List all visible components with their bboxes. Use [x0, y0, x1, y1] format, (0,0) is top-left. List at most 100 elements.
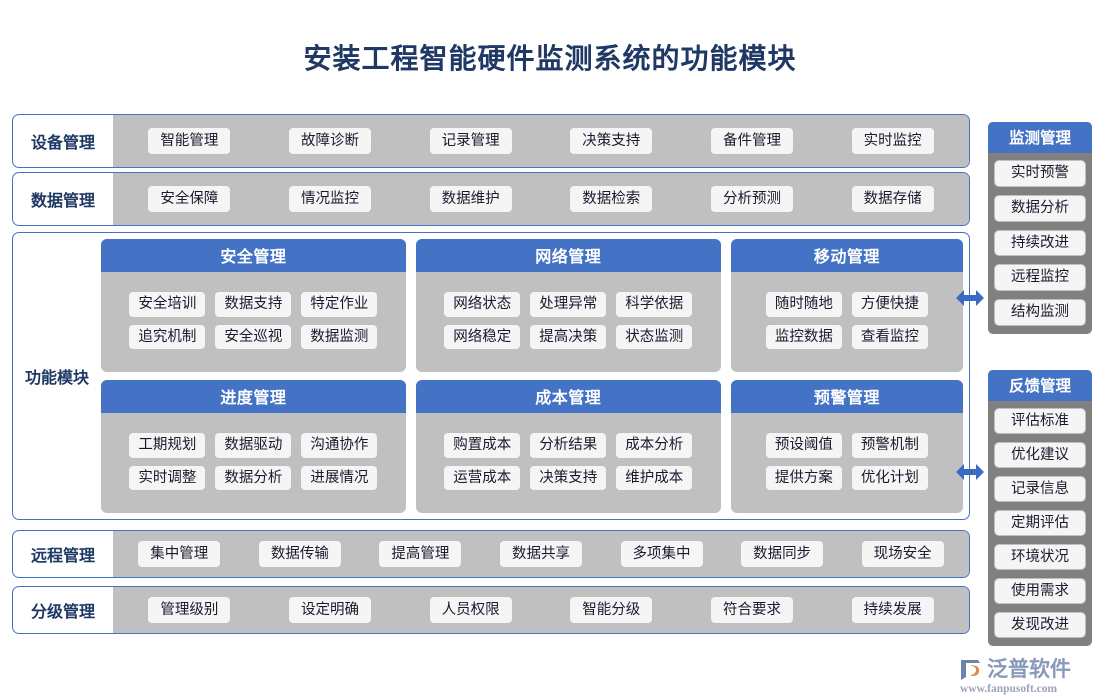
pill-item[interactable]: 数据分析	[214, 464, 293, 492]
pill-item[interactable]: 环境状况	[994, 543, 1086, 571]
row-label-equipment: 设备管理	[30, 135, 95, 152]
pill-item[interactable]: 远程监控	[994, 264, 1086, 292]
pill-item[interactable]: 评估标准	[994, 407, 1086, 435]
pill-item[interactable]: 预设阈值	[764, 431, 843, 459]
module-card-safety: 安全管理 安全培训 数据支持 特定作业 追究机制 安全巡视 数据监测	[101, 239, 406, 372]
pill-item[interactable]: 数据共享	[498, 539, 583, 569]
double-arrow-icon	[956, 464, 984, 480]
pill-item[interactable]: 数据驱动	[214, 431, 293, 459]
pill-item[interactable]: 数据分析	[994, 194, 1086, 222]
pill-item[interactable]: 实时监控	[850, 126, 935, 156]
pill-item[interactable]: 购置成本	[443, 431, 522, 459]
pill-item[interactable]: 网络状态	[443, 290, 522, 318]
pill-item[interactable]: 维护成本	[615, 464, 694, 492]
module-card-row: 预设阈值 预警机制	[739, 431, 955, 459]
brand-logo-top: 泛普软件	[958, 658, 1071, 682]
module-card-body: 安全培训 数据支持 特定作业 追究机制 安全巡视 数据监测	[101, 272, 406, 372]
pill-item[interactable]: 设定明确	[287, 595, 372, 625]
pill-item[interactable]: 状态监测	[615, 323, 694, 351]
pill-item[interactable]: 安全巡视	[214, 323, 293, 351]
brand-logo-url: www.fanpusoft.com	[960, 682, 1058, 695]
pill-item[interactable]: 数据支持	[214, 290, 293, 318]
row-strip-data: 安全保障 情况监控 数据维护 数据检索 分析预测 数据存储	[113, 173, 969, 225]
module-card-body: 预设阈值 预警机制 提供方案 优化计划	[731, 413, 963, 513]
pill-item[interactable]: 特定作业	[300, 290, 379, 318]
pill-item[interactable]: 进展情况	[300, 464, 379, 492]
pill-item[interactable]: 工期规划	[128, 431, 207, 459]
pill-item[interactable]: 记录管理	[428, 126, 513, 156]
pill-item[interactable]: 数据存储	[850, 184, 935, 214]
pill-item[interactable]: 提高管理	[378, 539, 463, 569]
pill-item[interactable]: 数据传输	[257, 539, 342, 569]
pill-item[interactable]: 分析预测	[709, 184, 794, 214]
pill-item[interactable]: 提高决策	[529, 323, 608, 351]
pill-item[interactable]: 决策支持	[529, 464, 608, 492]
pill-item[interactable]: 追究机制	[128, 323, 207, 351]
module-card-title: 进度管理	[101, 380, 406, 413]
row-panel-remote: 远程管理 集中管理 数据传输 提高管理 数据共享 多项集中 数据同步 现场安全	[12, 530, 970, 578]
pill-item[interactable]: 持续发展	[850, 595, 935, 625]
module-card-row: 网络状态 处理异常 科学依据	[424, 290, 713, 318]
pill-item[interactable]: 处理异常	[529, 290, 608, 318]
pill-item[interactable]: 提供方案	[764, 464, 843, 492]
pill-item[interactable]: 随时随地	[764, 290, 843, 318]
pill-item[interactable]: 智能分级	[569, 595, 654, 625]
pill-item[interactable]: 安全培训	[128, 290, 207, 318]
pill-item[interactable]: 发现改进	[994, 611, 1086, 639]
pill-item[interactable]: 使用需求	[994, 577, 1086, 605]
pill-item[interactable]: 安全保障	[147, 184, 232, 214]
pill-item[interactable]: 多项集中	[619, 539, 704, 569]
module-card-row: 运营成本 决策支持 维护成本	[424, 464, 713, 492]
module-card-row: 追究机制 安全巡视 数据监测	[109, 323, 398, 351]
pill-item[interactable]: 定期评估	[994, 509, 1086, 537]
pill-item[interactable]: 情况监控	[287, 184, 372, 214]
row-panel-data: 数据管理 安全保障 情况监控 数据维护 数据检索 分析预测 数据存储	[12, 172, 970, 226]
pill-item[interactable]: 运营成本	[443, 464, 522, 492]
pill-item[interactable]: 管理级别	[147, 595, 232, 625]
pill-item[interactable]: 预警机制	[850, 431, 929, 459]
pill-item[interactable]: 故障诊断	[287, 126, 372, 156]
pill-item[interactable]: 查看监控	[850, 323, 929, 351]
pill-item[interactable]: 优化建议	[994, 441, 1086, 469]
pill-item[interactable]: 分析结果	[529, 431, 608, 459]
pill-item[interactable]: 决策支持	[569, 126, 654, 156]
pill-item[interactable]: 记录信息	[994, 475, 1086, 503]
pill-item[interactable]: 沟通协作	[300, 431, 379, 459]
pill-item[interactable]: 监控数据	[764, 323, 843, 351]
row-strip-remote: 集中管理 数据传输 提高管理 数据共享 多项集中 数据同步 现场安全	[113, 531, 969, 577]
module-card-row: 监控数据 查看监控	[739, 323, 955, 351]
row-panel-equipment: 设备管理 智能管理 故障诊断 记录管理 决策支持 备件管理 实时监控	[12, 114, 970, 168]
pill-item[interactable]: 成本分析	[615, 431, 694, 459]
pill-item[interactable]: 数据维护	[428, 184, 513, 214]
module-card-body: 购置成本 分析结果 成本分析 运营成本 决策支持 维护成本	[416, 413, 721, 513]
function-module-grid: 安全管理 安全培训 数据支持 特定作业 追究机制 安全巡视 数据监测	[101, 233, 969, 519]
side-panel-title: 监测管理	[988, 122, 1092, 153]
pill-item[interactable]: 优化计划	[850, 464, 929, 492]
pill-item[interactable]: 备件管理	[709, 126, 794, 156]
double-arrow-icon	[956, 290, 984, 306]
row-label-remote: 远程管理	[30, 548, 95, 565]
pill-item[interactable]: 符合要求	[709, 595, 794, 625]
pill-item[interactable]: 人员权限	[428, 595, 513, 625]
pill-item[interactable]: 网络稳定	[443, 323, 522, 351]
brand-logo: 泛普软件 www.fanpusoft.com	[958, 654, 1096, 698]
row-label-grade: 分级管理	[30, 604, 95, 621]
function-module-row-2: 进度管理 工期规划 数据驱动 沟通协作 实时调整 数据分析 进展情况	[101, 380, 963, 513]
pill-item[interactable]: 数据监测	[300, 323, 379, 351]
pill-item[interactable]: 方便快捷	[850, 290, 929, 318]
pill-item[interactable]: 集中管理	[137, 539, 222, 569]
pill-item[interactable]: 智能管理	[147, 126, 232, 156]
pill-item[interactable]: 数据同步	[740, 539, 825, 569]
pill-item[interactable]: 科学依据	[615, 290, 694, 318]
module-card-row: 购置成本 分析结果 成本分析	[424, 431, 713, 459]
pill-item[interactable]: 结构监测	[994, 299, 1086, 326]
pill-item[interactable]: 数据检索	[569, 184, 654, 214]
module-card-progress: 进度管理 工期规划 数据驱动 沟通协作 实时调整 数据分析 进展情况	[101, 380, 406, 513]
pill-item[interactable]: 持续改进	[994, 229, 1086, 257]
pill-item[interactable]: 实时预警	[994, 160, 1086, 187]
pill-item[interactable]: 实时调整	[128, 464, 207, 492]
module-card-title: 移动管理	[730, 239, 963, 272]
function-module-row-1: 安全管理 安全培训 数据支持 特定作业 追究机制 安全巡视 数据监测	[101, 239, 963, 372]
pill-item[interactable]: 现场安全	[860, 539, 945, 569]
